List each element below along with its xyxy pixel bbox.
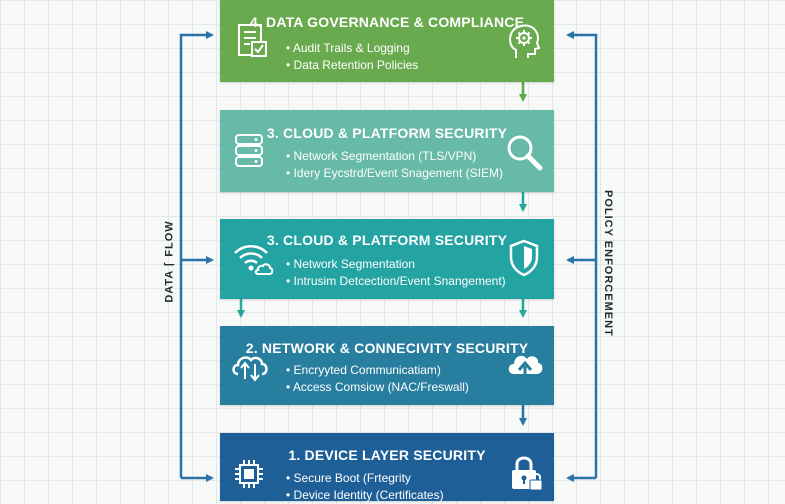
list-item: Network Segmentation [286,256,506,273]
layer-title: 3. CLOUD & PLATFORM SECURITY [266,125,508,141]
list-item: Data Retention Policies [286,57,419,74]
connector-arrows [227,0,527,426]
wifi-cloud-icon [234,245,274,275]
layer-items: Encryyted Communicatiam) Access Comsiow … [286,362,469,396]
list-item: Secure Boot (Frtegrity [286,470,444,487]
layer-data-governance: 4. DATA GOVERNANCE & COMPLIANCE Audit Tr… [220,0,554,82]
layer-items: Network Segmentation (TLS/VPN) Idery Eyc… [286,148,503,182]
layer-device-security: 1. DEVICE LAYER SECURITY Secure Boot (Fr… [220,433,554,504]
layer-title: 3. CLOUD & PLATFORM SECURITY [266,232,508,248]
layer-items: Audit Trails & Logging Data Retention Po… [286,40,418,74]
chip-icon [235,460,263,488]
shield-icon [509,239,539,277]
list-item: Network Segmentation (TLS/VPN) [286,148,503,165]
list-item: Access Comsiow (NAC/Freswall) [286,379,469,396]
data-flow-label: DATA ⌈ FLOW [163,220,176,303]
left-flow-arrows [179,31,214,482]
layer-cloud-platform-security-b: 3. CLOUD & PLATFORM SECURITY Network Seg… [220,219,554,299]
layer-items: Secure Boot (Frtegrity Device Identity (… [286,470,444,504]
policy-enforcement-label: POLICY ENFORCEMENT [602,190,614,337]
cloud-sync-icon [232,356,268,382]
list-item: Encryyted Communicatiam) [286,362,469,379]
list-item: Device Identity (Certificates) [286,487,444,504]
layer-cloud-platform-security-a: 3. CLOUD & PLATFORM SECURITY Network Seg… [220,110,554,192]
list-item: Audit Trails & Logging [286,40,418,57]
right-flow-arrows [566,31,598,482]
magnifier-icon [507,135,543,171]
list-item: Intrusim Detcection/Event Snangement) [286,273,506,290]
list-item: Idery Eycstrd/Event Snagement (SIEM) [286,165,503,182]
layer-title: 1. DEVICE LAYER SECURITY [288,447,486,463]
database-icon [235,134,263,167]
padlock-icon [512,456,543,491]
layer-title: 4. DATA GOVERNANCE & COMPLIANCE [249,14,525,30]
checklist-document-icon [238,24,267,57]
layer-items: Network Segmentation Intrusim Detcection… [286,256,506,290]
head-gear-icon [509,24,541,58]
layer-network-connectivity: 2. NETWORK & CONNECIVITY SECURITY Encryy… [220,326,554,405]
cloud-upload-icon [508,355,543,381]
layer-title: 2. NETWORK & CONNECIVITY SECURITY [245,340,529,356]
